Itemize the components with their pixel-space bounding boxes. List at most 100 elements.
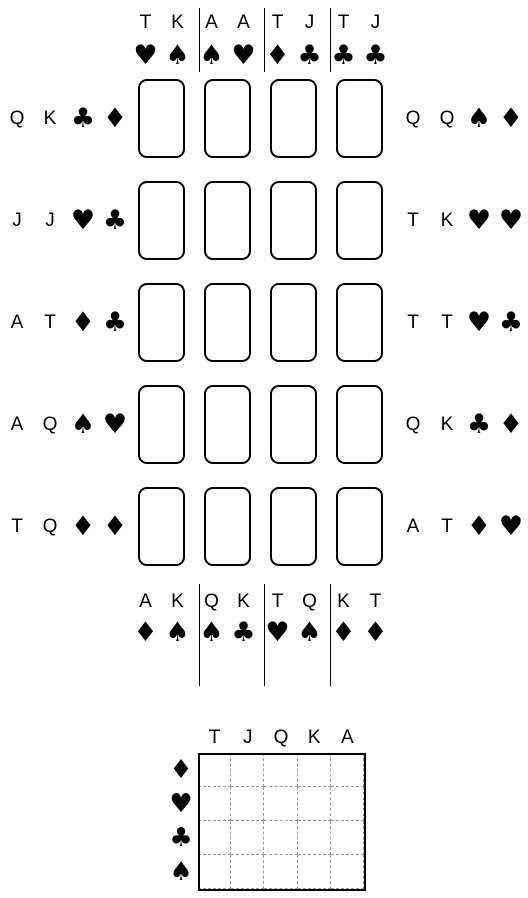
tracker-suit-spade-icon: ♠ [169, 857, 193, 887]
card-slot-r1-c2[interactable] [204, 79, 251, 158]
bottom-clue-4-diamond-icon: ♦ [331, 617, 356, 648]
right-clue-5-rank-2: T [441, 515, 453, 537]
card-slot-r4-c4[interactable] [336, 385, 383, 464]
left-clue-2-club-icon: ♣ [102, 204, 128, 236]
left-clue-5-rank-2: Q [42, 515, 58, 537]
card-slot-r5-c2[interactable] [204, 487, 251, 566]
tracker-cell-spade-J[interactable] [231, 855, 265, 889]
card-slot-r3-c2[interactable] [204, 283, 251, 362]
tracker-cell-club-K[interactable] [297, 821, 331, 855]
card-slot-r3-c3[interactable] [270, 283, 317, 362]
tracker-cell-spade-A[interactable] [330, 855, 364, 889]
card-slot-r4-c2[interactable] [204, 385, 251, 464]
card-slot-r1-c1[interactable] [138, 79, 185, 158]
tracker-cell-heart-J[interactable] [231, 787, 265, 821]
tracker-cell-club-A[interactable] [330, 821, 364, 855]
top-clue-3-rank-2: J [304, 12, 315, 33]
bottom-clue-1-rank-2: K [171, 591, 184, 612]
tracker-cell-heart-K[interactable] [297, 787, 331, 821]
right-clue-4-rank-2: K [440, 413, 454, 435]
left-clue-4-rank-1: A [10, 413, 24, 435]
top-clue-3-diamond-icon: ♦ [265, 40, 290, 71]
bottom-clue-2-rank-2: K [237, 591, 250, 612]
tracker-cell-spade-K[interactable] [297, 855, 331, 889]
card-slot-r5-c3[interactable] [270, 487, 317, 566]
card-slot-r2-c2[interactable] [204, 181, 251, 260]
right-clue-4-rank-1: Q [405, 413, 421, 435]
bottom-separator-1 [199, 584, 200, 686]
left-clue-4-heart-icon: ♥ [102, 408, 128, 440]
bottom-clue-2-rank-1: Q [204, 591, 219, 612]
card-slot-r2-c1[interactable] [138, 181, 185, 260]
card-slot-r4-c1[interactable] [138, 385, 185, 464]
bottom-clue-3-rank-1: T [271, 591, 284, 612]
right-clue-2-heart-icon: ♥ [466, 204, 492, 236]
bottom-separator-2 [264, 584, 265, 686]
tracker-cell-spade-T[interactable] [198, 855, 232, 889]
card-slot-r2-c3[interactable] [270, 181, 317, 260]
left-clue-1-diamond-icon: ♦ [102, 102, 128, 134]
left-clue-4-spade-icon: ♠ [70, 408, 96, 440]
right-clue-2-heart-icon: ♥ [498, 204, 524, 236]
tracker-rank-A: A [341, 727, 354, 748]
right-clue-4-diamond-icon: ♦ [498, 408, 524, 440]
bottom-clue-3-rank-2: Q [302, 591, 317, 612]
right-clue-3-rank-2: T [441, 311, 453, 333]
left-clue-3-rank-2: T [44, 311, 56, 333]
right-clue-1-rank-2: Q [439, 107, 455, 129]
tracker-cell-spade-Q[interactable] [264, 855, 298, 889]
left-clue-3-diamond-icon: ♦ [70, 306, 96, 338]
bottom-separator-3 [330, 584, 331, 686]
left-clue-3-rank-1: A [10, 311, 24, 333]
right-clue-4-club-icon: ♣ [466, 408, 492, 440]
top-separator-2 [264, 8, 265, 72]
card-slot-r5-c4[interactable] [336, 487, 383, 566]
card-slot-r4-c3[interactable] [270, 385, 317, 464]
tracker-cell-club-T[interactable] [198, 821, 232, 855]
right-clue-5-rank-1: A [406, 515, 420, 537]
bottom-clue-1-diamond-icon: ♦ [133, 617, 158, 648]
top-clue-3-club-icon: ♣ [297, 40, 322, 71]
tracker-cell-diamond-T[interactable] [198, 753, 232, 787]
bottom-clue-1-spade-icon: ♠ [165, 617, 190, 648]
top-clue-3-rank-1: T [271, 12, 284, 33]
left-clue-2-rank-2: J [45, 209, 55, 231]
top-clue-4-club-icon: ♣ [331, 40, 356, 71]
left-clue-5-diamond-icon: ♦ [102, 510, 128, 542]
card-slot-r1-c4[interactable] [336, 79, 383, 158]
right-clue-3-rank-1: T [407, 311, 419, 333]
tracker-cell-diamond-K[interactable] [297, 753, 331, 787]
tracker-cell-diamond-J[interactable] [231, 753, 265, 787]
left-clue-3-club-icon: ♣ [102, 306, 128, 338]
tracker-cell-heart-T[interactable] [198, 787, 232, 821]
right-clue-1-diamond-icon: ♦ [498, 102, 524, 134]
bottom-clue-4-rank-2: T [369, 591, 382, 612]
tracker-rank-J: J [243, 727, 253, 748]
left-clue-1-rank-2: K [43, 107, 57, 129]
top-clue-4-rank-1: T [337, 12, 350, 33]
top-separator-1 [199, 8, 200, 72]
right-clue-5-diamond-icon: ♦ [466, 510, 492, 542]
left-clue-2-rank-1: J [12, 209, 22, 231]
right-clue-2-rank-2: K [440, 209, 454, 231]
right-clue-2-rank-1: T [407, 209, 419, 231]
card-slot-r5-c1[interactable] [138, 487, 185, 566]
tracker-cell-heart-Q[interactable] [264, 787, 298, 821]
tracker-cell-diamond-Q[interactable] [264, 753, 298, 787]
bottom-clue-2-spade-icon: ♠ [199, 617, 224, 648]
tracker-suit-club-icon: ♣ [169, 823, 193, 853]
bottom-clue-4-rank-1: K [337, 591, 350, 612]
left-clue-5-diamond-icon: ♦ [70, 510, 96, 542]
card-slot-r3-c1[interactable] [138, 283, 185, 362]
tracker-cell-heart-A[interactable] [330, 787, 364, 821]
top-clue-2-heart-icon: ♥ [231, 40, 256, 71]
tracker-cell-diamond-A[interactable] [330, 753, 364, 787]
bottom-clue-3-heart-icon: ♥ [265, 617, 290, 648]
card-slot-r2-c4[interactable] [336, 181, 383, 260]
card-slot-r1-c3[interactable] [270, 79, 317, 158]
tracker-cell-club-Q[interactable] [264, 821, 298, 855]
card-slot-r3-c4[interactable] [336, 283, 383, 362]
left-clue-4-rank-2: Q [42, 413, 58, 435]
tracker-cell-club-J[interactable] [231, 821, 265, 855]
